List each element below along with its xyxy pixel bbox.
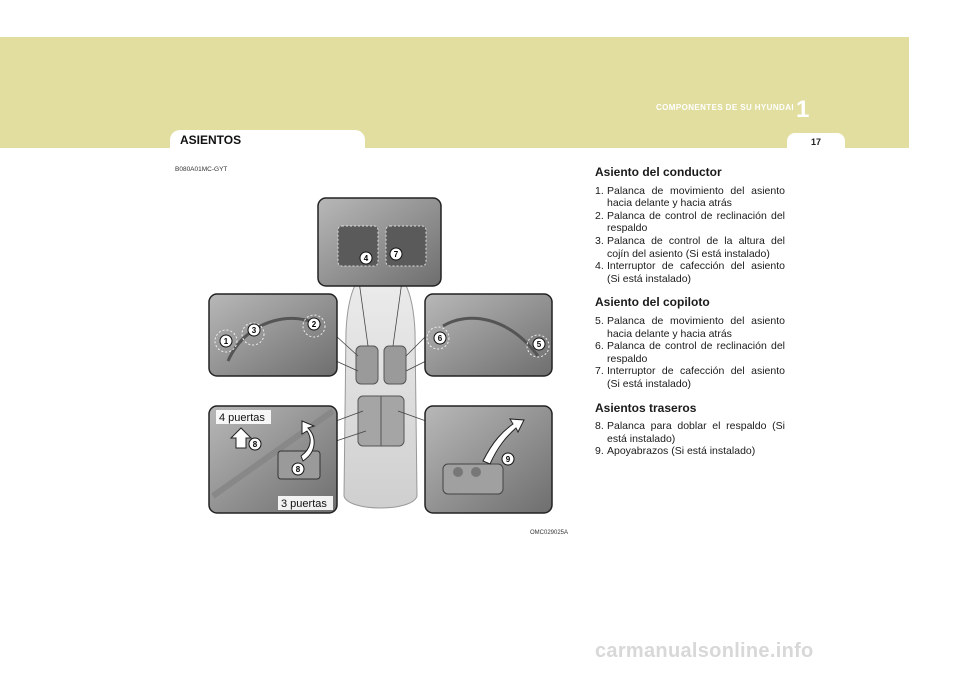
list-item: 9.Apoyabrazos (Si está instalado) <box>595 445 756 458</box>
seats-illustration: 1 2 3 4 5 6 7 8 8 9 4 puertas 3 puertas <box>208 197 553 514</box>
svg-text:5: 5 <box>537 340 542 349</box>
svg-text:8: 8 <box>296 465 301 474</box>
rear-seat-fold-photo <box>208 405 338 514</box>
svg-text:6: 6 <box>438 334 443 343</box>
svg-text:3: 3 <box>252 326 257 335</box>
list-item: 2.Palanca de control de reclinación del … <box>595 209 785 235</box>
svg-text:2: 2 <box>312 320 317 329</box>
header-band <box>0 37 909 148</box>
svg-text:1: 1 <box>224 337 229 346</box>
armrest-photo <box>424 405 553 514</box>
list-item: 6.Palanca de control de reclinación del … <box>595 340 785 365</box>
list-item: 1.Palanca de movimiento del asiento haci… <box>595 184 785 210</box>
chapter-title: COMPONENTES DE SU HYUNDAI <box>655 103 794 112</box>
driver-seat-photo <box>208 293 338 377</box>
chapter-number: 1 <box>796 96 810 123</box>
marker-3-driver: 3 <box>247 323 261 337</box>
car-top-view <box>343 265 418 509</box>
marker-7: 7 <box>389 247 403 261</box>
list-item: 5.Palanca de movimiento del asiento haci… <box>595 314 785 340</box>
marker-4: 4 <box>359 251 373 265</box>
section-title: ASIENTOS <box>180 133 242 147</box>
page-number-tab <box>787 133 845 150</box>
list-item: 7.Interruptor de cafección del asiento (… <box>595 365 785 390</box>
svg-text:4: 4 <box>364 254 369 263</box>
list-item: 8.Palanca para doblar el respaldo (Si es… <box>595 420 785 445</box>
label-4-doors: 4 puertas <box>219 412 265 424</box>
passenger-seat-photo <box>424 293 553 377</box>
marker-6: 6 <box>433 331 447 345</box>
marker-8-3door: 8 <box>291 462 305 476</box>
marker-8-rear: 8 <box>248 437 262 451</box>
section-tab <box>170 130 365 150</box>
marker-2: 2 <box>307 317 321 331</box>
list-item: 3.Palanca de control de la altura del co… <box>595 234 785 260</box>
watermark: carmanualsonline.info <box>595 640 814 662</box>
driver-heading: Asiento del conductor <box>595 165 722 179</box>
marker-1: 1 <box>219 334 233 348</box>
passenger-heading: Asiento del copiloto <box>595 295 710 310</box>
document-code: B080A01MC-GYT <box>175 166 228 173</box>
label-3-doors: 3 puertas <box>281 498 327 510</box>
svg-text:7: 7 <box>394 250 399 259</box>
page-number: 17 <box>810 137 821 147</box>
list-item: 4.Interruptor de cafección del asiento (… <box>595 260 785 285</box>
figure-code: OMC029025A <box>530 530 569 536</box>
marker-5: 5 <box>532 337 546 351</box>
svg-text:9: 9 <box>506 455 511 464</box>
marker-9: 9 <box>501 452 515 466</box>
svg-text:8: 8 <box>253 440 258 449</box>
seats-description: Asiento del conductor 1.Palanca de movim… <box>595 166 785 458</box>
heated-seat-switch-photo <box>317 197 442 287</box>
rear-heading: Asientos traseros <box>595 400 697 415</box>
